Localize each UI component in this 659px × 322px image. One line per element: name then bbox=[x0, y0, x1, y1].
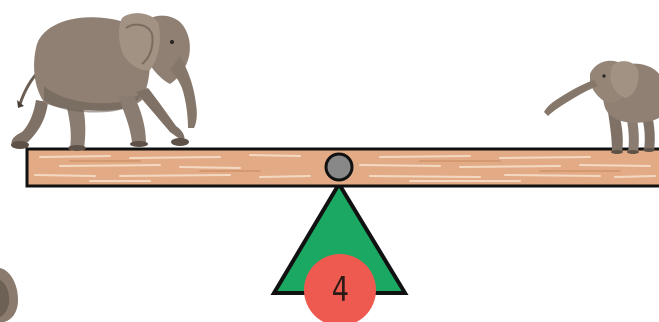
number-badge bbox=[304, 254, 376, 322]
pivot-circle bbox=[324, 152, 354, 182]
badge-number: 4 bbox=[331, 270, 349, 310]
large-elephant-icon bbox=[11, 13, 197, 151]
partial-elephant-icon bbox=[0, 268, 18, 322]
baby-elephant-icon bbox=[544, 60, 659, 154]
